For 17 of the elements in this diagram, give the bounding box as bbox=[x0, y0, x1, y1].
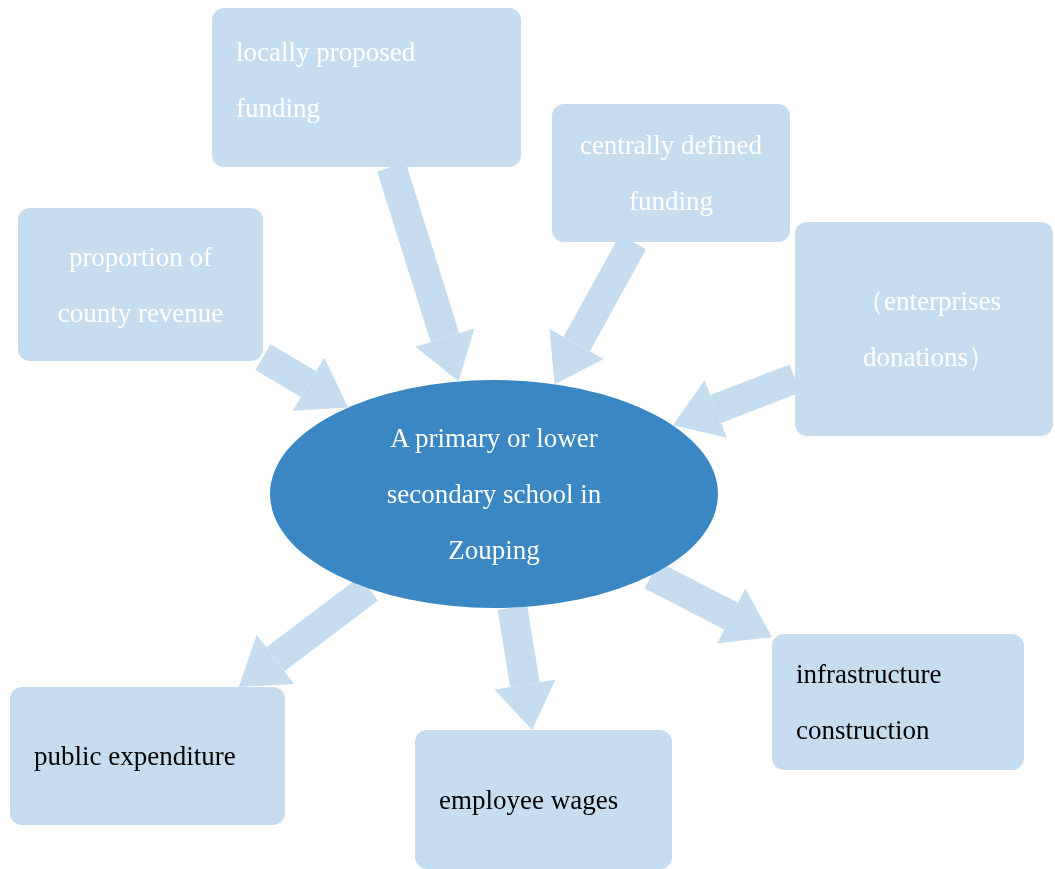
node-text: employee wages bbox=[439, 783, 620, 817]
node-text: （enterprises donations） bbox=[856, 285, 1002, 374]
node-text: public expenditure bbox=[34, 740, 237, 773]
block-arrow bbox=[494, 605, 556, 730]
node-text: locally proposed funding bbox=[236, 36, 417, 125]
node-text: centrally defined funding bbox=[578, 129, 764, 218]
funding-box bbox=[772, 634, 1024, 770]
node-text: infrastructure construction bbox=[796, 658, 943, 747]
funding-box bbox=[212, 8, 521, 167]
funding-box bbox=[552, 104, 790, 242]
funding-box bbox=[18, 208, 263, 361]
funding-box bbox=[415, 730, 672, 869]
funding-box bbox=[795, 222, 1053, 436]
block-arrow bbox=[255, 344, 349, 411]
funding-box bbox=[10, 687, 285, 825]
node-text: A primary or lower secondary school in Zouping bbox=[385, 422, 603, 567]
node-text: proportion of county revenue bbox=[56, 240, 225, 330]
